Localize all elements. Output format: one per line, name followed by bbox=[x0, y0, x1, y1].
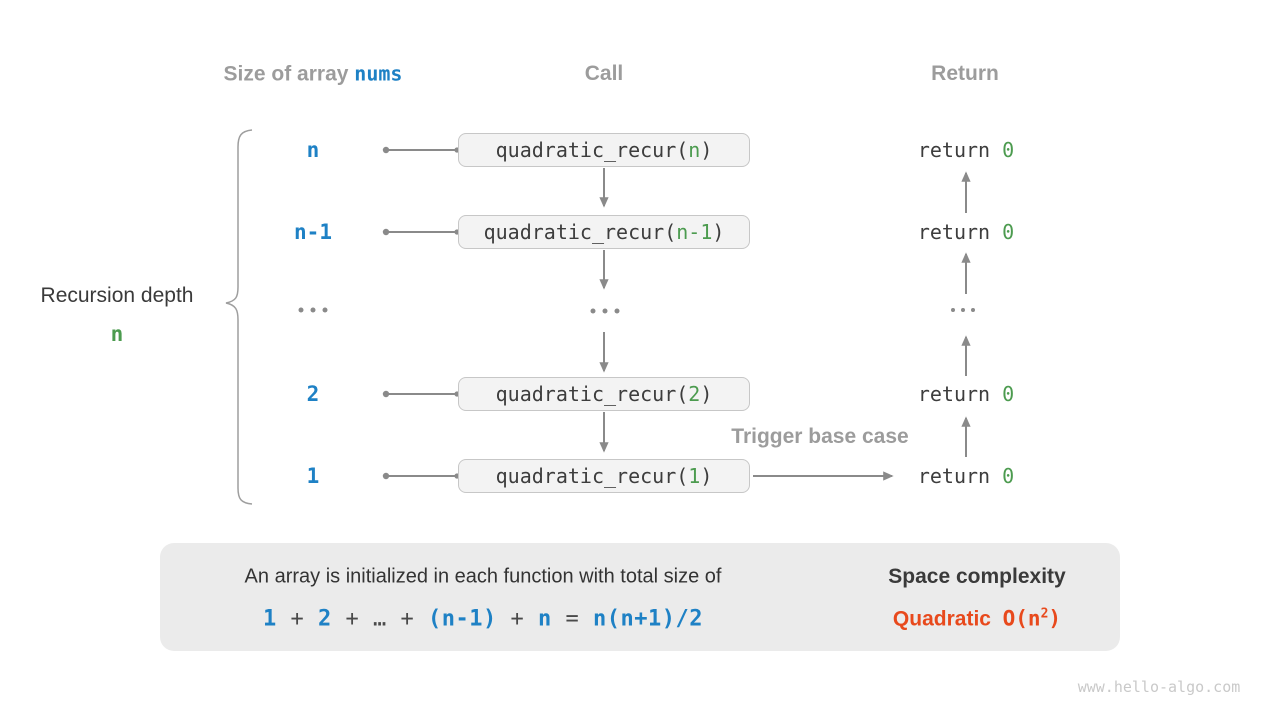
formula-ellipsis: … bbox=[373, 606, 387, 632]
size-header-text: Size of array bbox=[223, 62, 355, 86]
formula-term: (n-1) bbox=[428, 606, 497, 632]
return-keyword: return bbox=[917, 220, 1003, 244]
return-statement-4: return 0 bbox=[918, 464, 1014, 488]
call-code-prefix: quadratic_recur( bbox=[495, 382, 689, 406]
return-value: 0 bbox=[1002, 138, 1015, 162]
return-value: 0 bbox=[1002, 220, 1015, 244]
return-keyword: return bbox=[917, 138, 1003, 162]
call-box-n: quadratic_recur(n) bbox=[458, 133, 750, 167]
call-box-1: quadratic_recur(1) bbox=[458, 459, 750, 493]
size-label-n-1: n-1 bbox=[294, 220, 332, 244]
ellipsis-call-column bbox=[590, 308, 620, 314]
recursion-depth-value: n bbox=[110, 322, 124, 346]
formula-operator: = bbox=[551, 606, 594, 632]
recursion-depth-brace bbox=[225, 129, 253, 505]
ellipsis-return-column bbox=[951, 308, 975, 312]
size-label-n: n bbox=[306, 138, 320, 162]
return-value: 0 bbox=[1002, 464, 1015, 488]
return-statement-1: return 0 bbox=[918, 138, 1014, 162]
call-arg: 2 bbox=[688, 382, 701, 406]
trigger-base-case-label: Trigger base case bbox=[731, 425, 909, 448]
return-statement-3: return 0 bbox=[918, 382, 1014, 406]
call-arg: n bbox=[688, 138, 701, 162]
formula-operator: + bbox=[331, 606, 374, 632]
watermark: www.hello-algo.com bbox=[1077, 678, 1241, 696]
size-label-1: 1 bbox=[306, 464, 320, 488]
formula-term: n bbox=[538, 606, 552, 632]
call-arg: 1 bbox=[688, 464, 701, 488]
call-code-suffix: ) bbox=[700, 138, 713, 162]
summary-panel: An array is initialized in each function… bbox=[160, 543, 1120, 651]
formula-operator: + bbox=[386, 606, 429, 632]
space-complexity-value: Quadratic O(n2) bbox=[893, 607, 1061, 632]
call-box-n-1: quadratic_recur(n-1) bbox=[458, 215, 750, 249]
connector-endpoint-dots bbox=[382, 146, 460, 480]
formula-operator: + bbox=[496, 606, 539, 632]
column-header-call: Call bbox=[584, 62, 624, 85]
return-statement-2: return 0 bbox=[918, 220, 1014, 244]
formula-term: 1 bbox=[263, 606, 277, 632]
call-box-2: quadratic_recur(2) bbox=[458, 377, 750, 411]
call-code-prefix: quadratic_recur( bbox=[495, 138, 689, 162]
summary-text: An array is initialized in each function… bbox=[244, 565, 722, 588]
call-arg: n-1 bbox=[676, 220, 713, 244]
call-code-suffix: ) bbox=[700, 382, 713, 406]
space-complexity-title: Space complexity bbox=[888, 565, 1066, 588]
column-header-size: Size of array nums bbox=[224, 62, 403, 87]
size-label-2: 2 bbox=[306, 382, 320, 406]
call-code-prefix: quadratic_recur( bbox=[483, 220, 677, 244]
call-code-prefix: quadratic_recur( bbox=[495, 464, 689, 488]
return-keyword: return bbox=[917, 464, 1003, 488]
ellipsis-size-column bbox=[298, 307, 328, 313]
formula-operator: + bbox=[276, 606, 319, 632]
formula-result: n(n+1)/2 bbox=[593, 606, 703, 632]
nums-code-label: nums bbox=[354, 61, 403, 86]
complexity-name: Quadratic bbox=[892, 607, 1003, 631]
summary-formula: 1 + 2 + … + (n-1) + n = n(n+1)/2 bbox=[263, 607, 703, 632]
call-code-suffix: ) bbox=[700, 464, 713, 488]
formula-term: 2 bbox=[318, 606, 332, 632]
recursion-depth-label: Recursion depth bbox=[40, 284, 194, 307]
return-keyword: return bbox=[917, 382, 1003, 406]
call-code-suffix: ) bbox=[712, 220, 725, 244]
return-value: 0 bbox=[1002, 382, 1015, 406]
column-header-return: Return bbox=[931, 62, 999, 85]
big-o-notation: O(n2) bbox=[1002, 606, 1062, 631]
